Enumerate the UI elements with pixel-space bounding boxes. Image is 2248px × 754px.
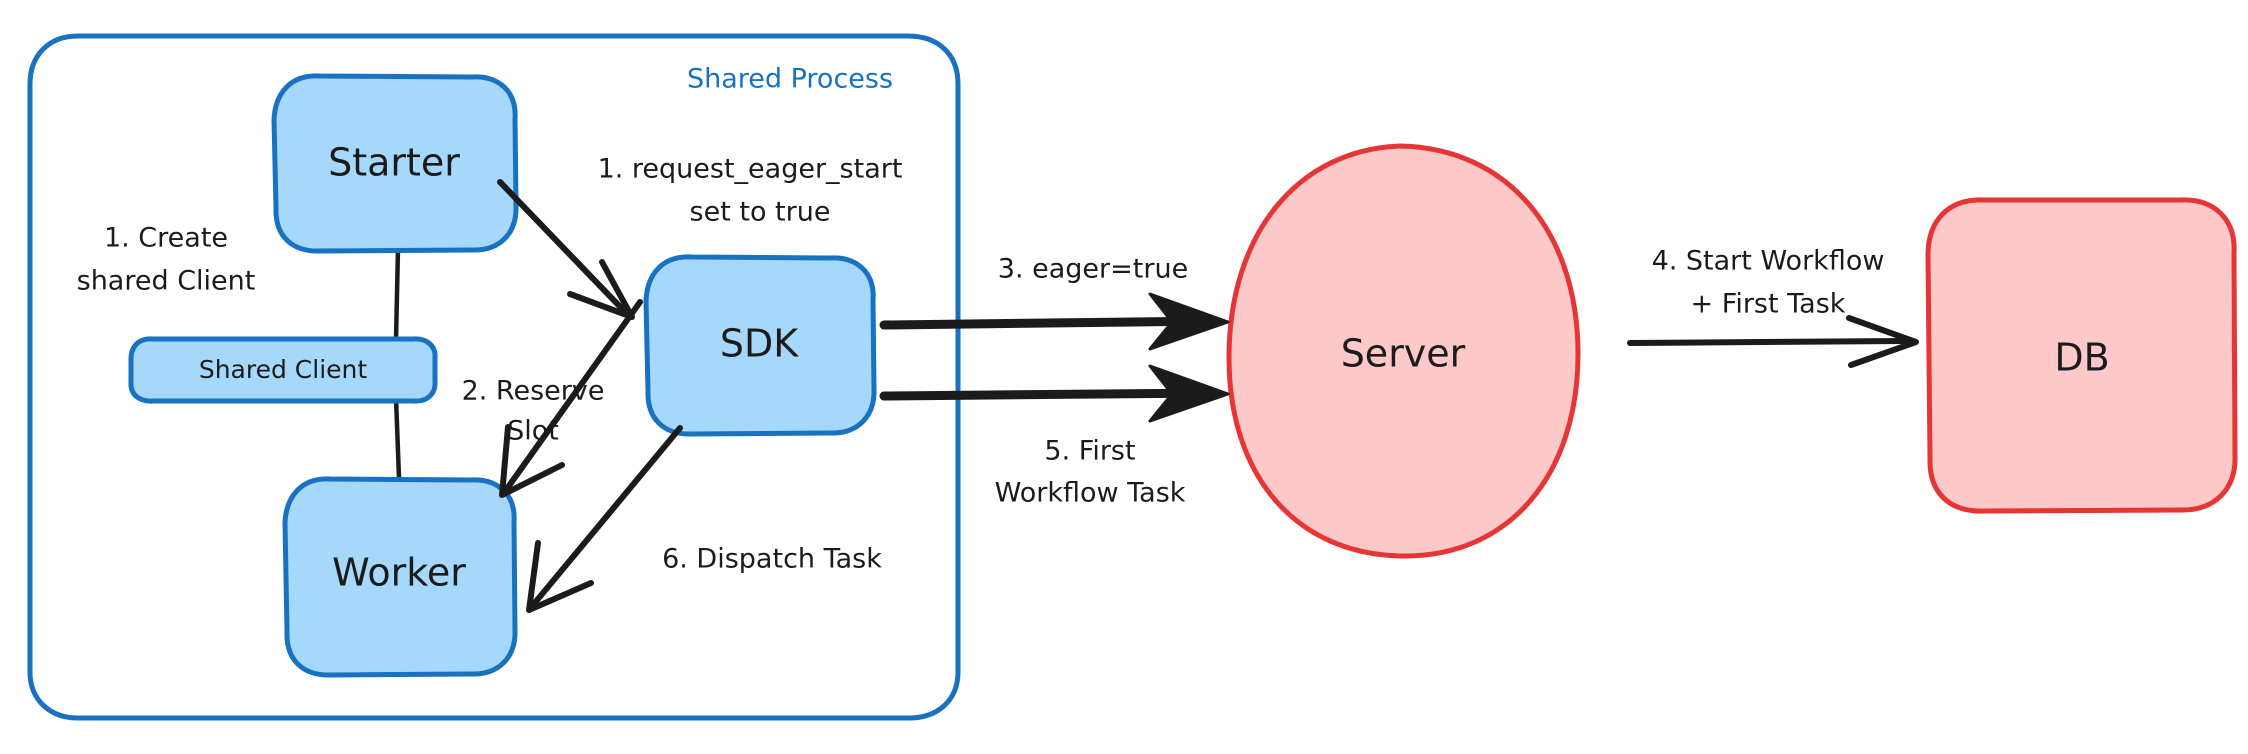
create-shared-client-line-2: shared Client: [77, 266, 256, 297]
starter-label: Starter: [328, 141, 460, 185]
edge-reserve-slot: [499, 299, 643, 498]
shared-client-label: Shared Client: [199, 355, 368, 384]
db-box[interactable]: [1925, 197, 2238, 514]
worker-label: Worker: [332, 551, 466, 595]
shared-process-border: [27, 33, 961, 721]
connector-shared-client-to-worker: [393, 395, 402, 481]
node-server[interactable]: Server: [1226, 143, 1581, 559]
starter-box[interactable]: [271, 73, 519, 254]
node-shared-client[interactable]: Shared Client: [128, 336, 438, 404]
edge-eager-true: [879, 292, 1230, 351]
label-request-eager-start: 1. request_eager_start set to true: [598, 154, 903, 228]
reserve-slot-line-2: Slot: [507, 416, 559, 447]
shared-process-group: Shared Process: [27, 33, 961, 721]
dispatch-task-line: [530, 425, 683, 608]
reserve-slot-arrowhead: [499, 424, 565, 498]
start-workflow-arrowhead: [1846, 315, 1919, 368]
node-sdk[interactable]: SDK: [643, 254, 877, 437]
first-workflow-task-line-2: Workflow Task: [995, 478, 1186, 509]
start-workflow-line-2: + First Task: [1691, 289, 1846, 320]
node-worker[interactable]: Worker: [282, 476, 518, 678]
reserve-slot-line-1: 2. Reserve: [462, 376, 605, 407]
edge-start-workflow: [1627, 315, 1919, 368]
start-workflow-line: [1627, 338, 1908, 346]
db-label: DB: [2054, 336, 2109, 380]
eager-true-line: [879, 316, 1221, 330]
node-db[interactable]: DB: [1925, 197, 2238, 514]
first-workflow-task-line-1: 5. First: [1044, 436, 1135, 467]
worker-box[interactable]: [282, 476, 518, 678]
dispatch-task-line-1: 6. Dispatch Task: [662, 544, 882, 575]
starter-sharedclient-worker-connector: [393, 245, 402, 481]
request-eager-start-line-1: 1. request_eager_start: [598, 154, 903, 185]
connector-starter-to-shared-client: [393, 245, 401, 343]
first-workflow-task-arrowhead: [1148, 364, 1230, 423]
label-dispatch-task: 6. Dispatch Task: [662, 544, 882, 575]
first-workflow-task-line: [879, 388, 1221, 401]
node-starter[interactable]: Starter: [271, 73, 519, 254]
sdk-label: SDK: [720, 322, 799, 366]
label-reserve-slot: 2. Reserve Slot: [462, 376, 605, 447]
reserve-slot-line: [503, 299, 643, 493]
start-workflow-line-1: 4. Start Workflow: [1652, 246, 1885, 277]
eager-true-line-1: 3. eager=true: [998, 254, 1188, 285]
create-shared-client-line-1: 1. Create: [104, 223, 228, 254]
label-eager-true: 3. eager=true: [998, 254, 1188, 285]
edge-first-workflow-task: [879, 364, 1230, 423]
request-eager-start-line-2: set to true: [690, 197, 831, 228]
dispatch-task-arrowhead: [526, 540, 594, 613]
label-create-shared-client: 1. Create shared Client: [77, 223, 256, 297]
edge-dispatch-task: [526, 425, 683, 613]
eager-true-arrowhead: [1148, 292, 1230, 351]
server-ellipse[interactable]: [1226, 143, 1581, 559]
server-label: Server: [1341, 332, 1466, 376]
label-first-workflow-task: 5. First Workflow Task: [995, 436, 1186, 509]
sdk-box[interactable]: [643, 254, 877, 437]
label-start-workflow: 4. Start Workflow + First Task: [1652, 246, 1885, 320]
shared-process-label: Shared Process: [687, 64, 893, 95]
shared-client-box[interactable]: [128, 336, 438, 404]
edge-request-eager-start: [497, 179, 635, 320]
request-eager-start-line: [497, 179, 631, 318]
